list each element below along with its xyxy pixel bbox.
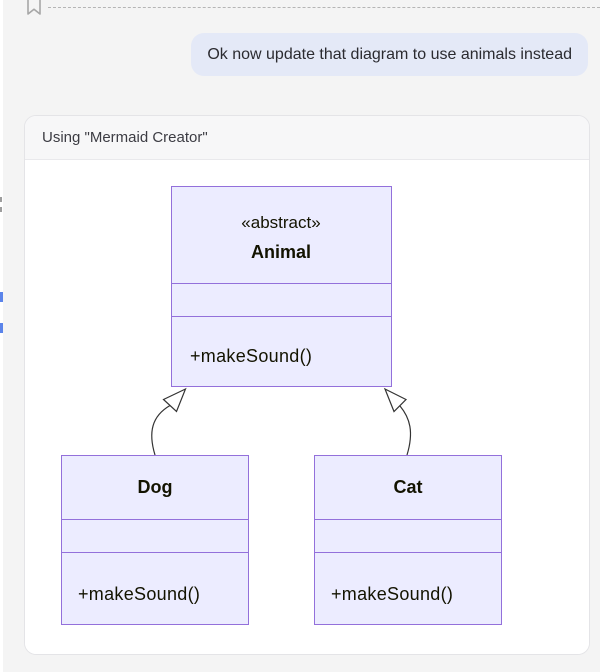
clipped-text-fragment: [0, 197, 2, 202]
class-diagram: «abstract» Animal +makeSound() Dog +make…: [61, 186, 502, 625]
tool-use-card: Using "Mermaid Creator" «abstract» Anima…: [24, 115, 590, 655]
user-message-text: Ok now update that diagram to use animal…: [207, 45, 572, 63]
class-node-animal: «abstract» Animal +makeSound(): [171, 186, 392, 387]
class-node-dog: Dog +makeSound(): [61, 455, 249, 625]
class-method: +makeSound(): [190, 346, 312, 366]
tool-card-header[interactable]: Using "Mermaid Creator": [25, 116, 589, 160]
class-stereotype: «abstract»: [241, 213, 320, 232]
clipped-link-fragment: [0, 323, 3, 333]
user-message-bubble: Ok now update that diagram to use animal…: [191, 33, 588, 76]
edge-dog-to-animal: [151, 387, 187, 456]
tool-card-title: Using "Mermaid Creator": [42, 129, 208, 146]
edge-cat-to-animal: [383, 387, 412, 456]
left-edge-strip: [0, 0, 3, 672]
clipped-link-fragment: [0, 292, 3, 302]
tool-card-body: «abstract» Animal +makeSound() Dog +make…: [25, 160, 589, 654]
class-method: +makeSound(): [331, 584, 453, 604]
bookmark-icon[interactable]: [26, 0, 42, 22]
class-name: Dog: [138, 477, 173, 497]
class-node-cat: Cat +makeSound(): [314, 455, 502, 625]
class-name: Cat: [393, 477, 422, 497]
class-name: Animal: [251, 242, 311, 262]
section-divider-dashed: [48, 7, 600, 8]
clipped-text-fragment: [0, 207, 2, 212]
class-method: +makeSound(): [78, 584, 200, 604]
